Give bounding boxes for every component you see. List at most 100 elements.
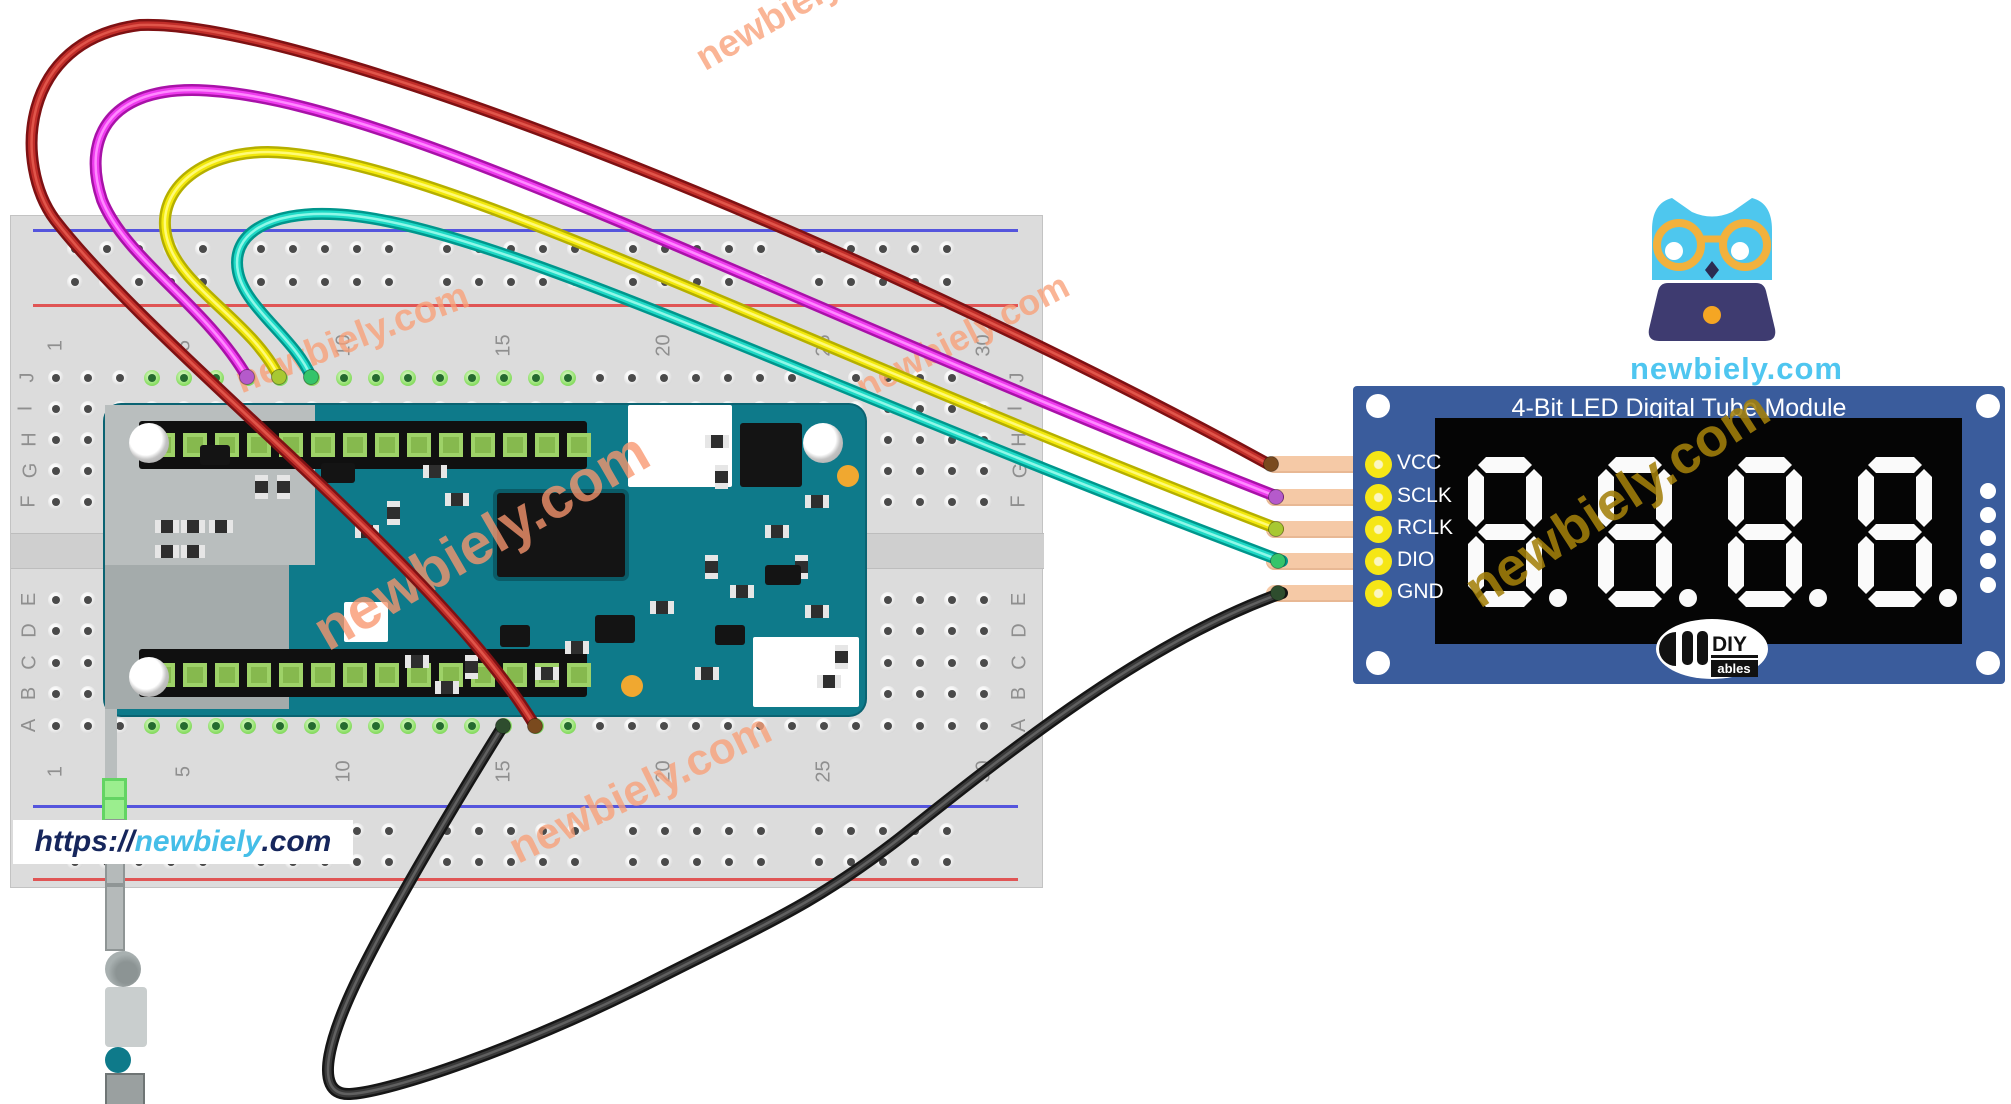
- digit-segment: [1916, 469, 1932, 527]
- crystal: [105, 951, 141, 987]
- breadboard-hole: [48, 686, 64, 702]
- breadboard-hole: [976, 494, 992, 510]
- breadboard-hole: [848, 718, 864, 734]
- connected-hole: [400, 370, 416, 386]
- connected-hole: [208, 718, 224, 734]
- rail-hole: [939, 241, 955, 257]
- breadboard-hole: [48, 718, 64, 734]
- header-pin-pad: [503, 433, 527, 457]
- connected-hole: [496, 718, 512, 734]
- digit-segment: [1868, 524, 1922, 540]
- rail-hole: [253, 274, 269, 290]
- newbiely-logo: newbiely.com: [1630, 185, 1843, 386]
- module-pin-pad: [1365, 450, 1392, 478]
- connected-hole: [432, 370, 448, 386]
- rail-hole: [811, 241, 827, 257]
- digit-segment: [1728, 469, 1744, 527]
- breadboard-hole: [880, 432, 896, 448]
- rail-hole: [753, 241, 769, 257]
- gold-pad: [621, 675, 643, 697]
- rail-hole: [753, 823, 769, 839]
- header-pin-pad: [215, 663, 239, 687]
- digit-segment: [1598, 469, 1614, 527]
- logo-text: newbiely.com: [1630, 351, 1843, 386]
- breadboard-hole: [976, 401, 992, 417]
- digit-segment: [1916, 536, 1932, 594]
- breadboard-hole: [112, 370, 128, 386]
- header-pin-pad: [503, 663, 527, 687]
- connected-hole: [272, 718, 288, 734]
- header-pin-pad: [279, 663, 303, 687]
- breadboard-hole: [944, 494, 960, 510]
- connected-hole: [208, 370, 224, 386]
- antenna-tooth: [105, 709, 117, 727]
- row-letter: F: [17, 495, 40, 508]
- module-corner-hole: [1976, 394, 2000, 418]
- smd-resistor: [565, 641, 589, 654]
- connected-hole: [336, 370, 352, 386]
- power-rail-red-line: [33, 878, 1018, 881]
- smd-capacitor: [387, 501, 400, 525]
- small-ic-chip: [765, 565, 801, 585]
- row-letter: H: [18, 432, 41, 447]
- row-letter: A: [1008, 718, 1031, 733]
- radio-chip: [740, 423, 802, 487]
- smd-resistor: [695, 667, 719, 680]
- smd-resistor: [730, 585, 754, 598]
- decimal-point: [1809, 589, 1827, 607]
- rail-hole: [721, 241, 737, 257]
- digit-segment: [1728, 536, 1744, 594]
- breadboard-hole: [80, 401, 96, 417]
- column-number: 30: [972, 760, 995, 783]
- connected-hole: [304, 718, 320, 734]
- breadboard-hole: [816, 718, 832, 734]
- column-number: 1: [44, 339, 67, 352]
- breadboard-hole: [944, 592, 960, 608]
- connected-hole: [528, 370, 544, 386]
- mounting-hole: [129, 423, 169, 463]
- rail-hole: [99, 241, 115, 257]
- rail-hole: [131, 274, 147, 290]
- connected-hole: [464, 370, 480, 386]
- led-tube-module: 4-Bit LED Digital Tube Module DIY ables …: [1353, 386, 2005, 684]
- row-letter: B: [18, 686, 41, 701]
- digit-segment: [1608, 591, 1662, 607]
- decimal-point: [1679, 589, 1697, 607]
- module-pin-pad: [1365, 515, 1392, 543]
- column-number: 15: [492, 334, 515, 357]
- breadboard-hole: [880, 623, 896, 639]
- decimal-point: [1939, 589, 1957, 607]
- digit-segment: [1868, 591, 1922, 607]
- green-led: [105, 781, 124, 800]
- breadboard-hole: [80, 718, 96, 734]
- row-letter: J: [16, 372, 39, 383]
- breadboard-hole: [80, 623, 96, 639]
- rail-hole: [625, 823, 641, 839]
- small-ic-chip: [715, 625, 745, 645]
- smd-resistor: [435, 681, 459, 694]
- breadboard-hole: [80, 655, 96, 671]
- module-pin-label: VCC: [1397, 451, 1442, 474]
- rail-hole: [253, 241, 269, 257]
- header-pin-pad: [375, 663, 399, 687]
- breadboard-hole: [976, 370, 992, 386]
- digit-segment: [1478, 457, 1532, 473]
- digit-segment: [1478, 591, 1532, 607]
- rail-hole: [875, 823, 891, 839]
- smd-capacitor: [277, 475, 290, 499]
- breadboard-hole: [912, 718, 928, 734]
- breadboard-hole: [976, 655, 992, 671]
- module-pin-label: SCLK: [1397, 484, 1452, 507]
- breadboard-hole: [944, 718, 960, 734]
- small-ic-chip: [321, 463, 355, 483]
- breadboard-hole: [912, 401, 928, 417]
- rail-hole: [317, 241, 333, 257]
- connected-hole: [560, 370, 576, 386]
- rail-hole: [471, 854, 487, 870]
- rail-hole: [657, 241, 673, 257]
- breadboard-hole: [48, 592, 64, 608]
- power-rail-blue-line: [33, 229, 1018, 232]
- seven-segment-display: [1435, 418, 1962, 644]
- rail-hole: [657, 274, 673, 290]
